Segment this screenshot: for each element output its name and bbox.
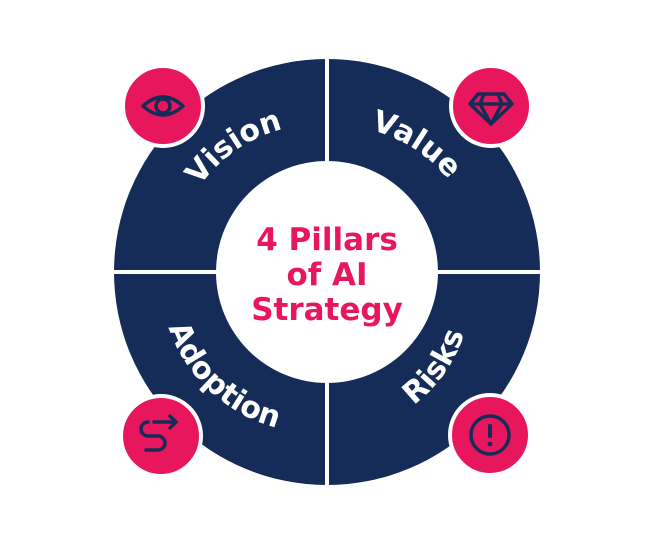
value-badge [449,64,533,148]
adoption-badge [119,394,203,478]
center-title-line-1: 4 Pillars [256,222,398,258]
diamond-icon [468,92,514,126]
center-title-line-3: Strategy [251,292,403,328]
center-title-line-2: of AI [286,257,367,293]
vision-badge [121,64,205,148]
eye-icon [141,95,185,117]
risks-badge [448,393,532,477]
center-title: 4 Pillars of AI Strategy [251,222,403,328]
divider-horizontal [105,270,549,274]
exclamation-icon [469,414,511,456]
winding-path-arrow-icon [139,414,178,452]
